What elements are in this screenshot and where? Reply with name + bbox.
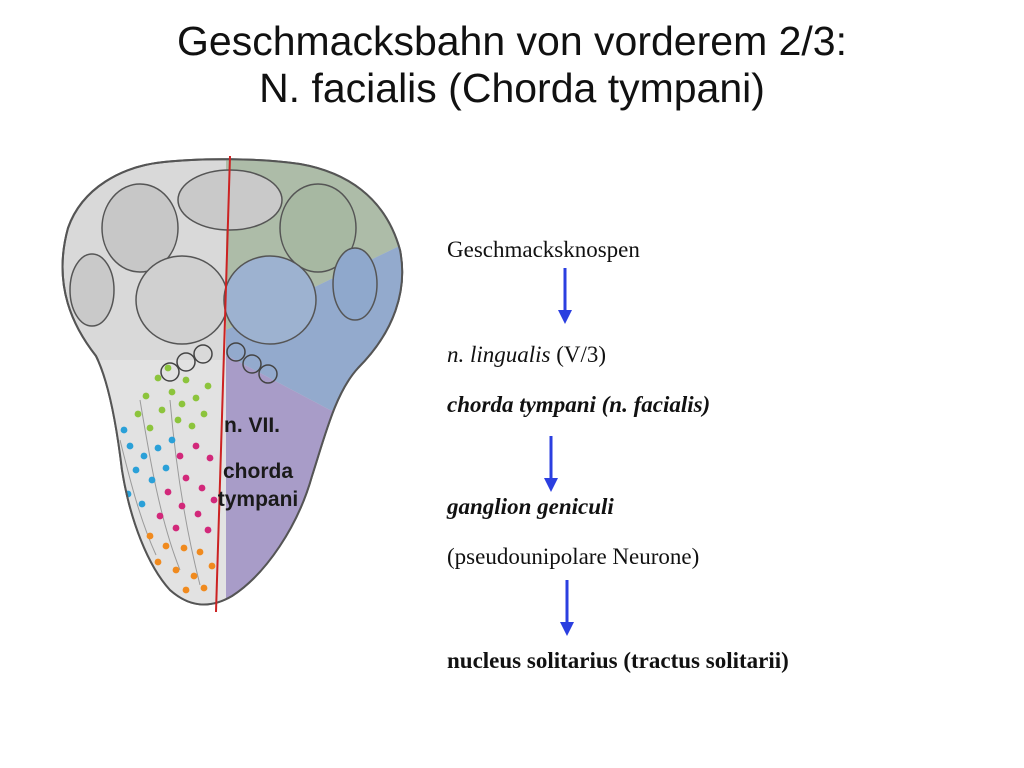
- pathway-step-lingual-nerve: n. lingualis (V/3): [447, 342, 606, 368]
- tongue-diagram: [61, 155, 404, 613]
- pathway-step-chorda-tympani: chorda tympani (n. facialis): [447, 392, 711, 417]
- pathway-step-ganglion: ganglion geniculi: [447, 494, 614, 519]
- tympani-label: tympani: [217, 488, 299, 511]
- title-line-2: N. facialis (Chorda tympani): [259, 65, 765, 111]
- title-line-1: Geschmacksbahn von vorderem 2/3:: [177, 18, 847, 64]
- pathway-step-taste-buds: Geschmacksknospen: [447, 237, 640, 262]
- taste-bud-dots: [120, 364, 218, 594]
- lingual-nerve-name: n. lingualis: [447, 342, 551, 367]
- papillae-row: [160, 342, 278, 384]
- arrow-down-icon: [558, 268, 572, 324]
- chorda-label: chorda: [222, 460, 293, 483]
- nerve-label: n. VII.: [224, 414, 281, 437]
- arrow-down-icon: [560, 580, 574, 636]
- pathway-step-neurons: (pseudounipolare Neurone): [447, 544, 700, 569]
- left-tonsil-shape: [69, 253, 115, 327]
- midline: [215, 155, 231, 613]
- lingual-nerve-branch: (V/3): [550, 342, 607, 367]
- arrow-down-icon: [544, 436, 558, 492]
- pathway-step-nucleus: nucleus solitarius (tractus solitarii): [447, 648, 789, 673]
- tongue-illustration: n. VII. chorda tympani: [0, 0, 420, 640]
- right-tonsil-shape: [332, 247, 378, 321]
- slide-title: Geschmacksbahn von vorderem 2/3: N. faci…: [0, 18, 1024, 112]
